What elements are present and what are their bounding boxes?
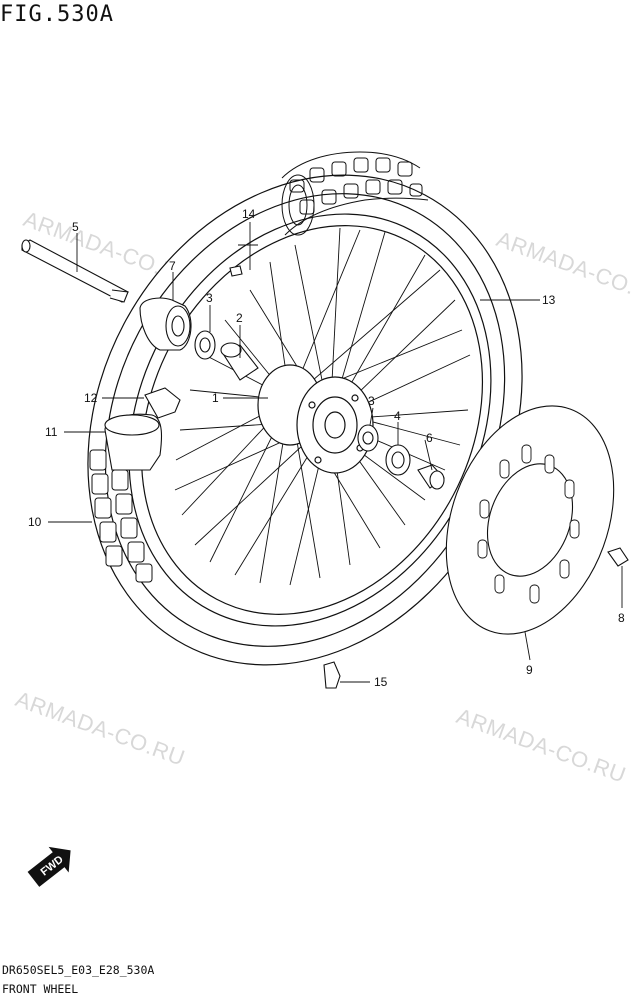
callout-8: 9 <box>526 663 533 677</box>
hub <box>257 364 374 474</box>
forward-arrow-icon: FWD <box>27 846 71 887</box>
callout-15: 15 <box>374 675 388 689</box>
tire-tread-side <box>89 449 153 583</box>
inner-tube <box>104 413 163 471</box>
tread-top <box>281 151 429 236</box>
callout-14: 14 <box>242 207 256 221</box>
disc-bolt <box>607 547 629 567</box>
collar <box>417 464 445 490</box>
callout-13: 13 <box>542 293 556 307</box>
spoke-nipple <box>229 265 243 277</box>
axle <box>21 239 129 303</box>
model-code: DR650SEL5_E03_E28_530A <box>2 963 155 977</box>
callout-3-left: 3 <box>206 291 213 305</box>
callout-11: 11 <box>45 425 58 439</box>
watermark-bottom-left: ARMADA-CO.RU <box>12 686 188 770</box>
callout-5: 5 <box>72 220 79 234</box>
figure-title: FIG.530A <box>0 2 114 27</box>
callout-3-right: 3 <box>368 394 375 408</box>
spacer <box>220 342 259 381</box>
callout-1: 1 <box>212 391 219 405</box>
oil-seal <box>385 444 411 476</box>
watermark-top-right: ARMADA-CO.RU <box>493 226 632 310</box>
speedometer-gearbox <box>139 297 192 351</box>
callout-6: 6 <box>426 431 433 445</box>
bearing-right <box>357 424 379 452</box>
callout-7: 7 <box>169 259 176 273</box>
valve-cap <box>323 661 341 689</box>
callout-10: 10 <box>28 515 42 529</box>
rim-band <box>144 387 181 419</box>
leader-lines <box>48 222 623 683</box>
callout-labels: 5 7 3 2 14 1 3 4 6 13 12 11 10 9 8 15 <box>28 207 625 689</box>
brake-disc <box>445 405 615 635</box>
callout-9: 8 <box>618 611 625 625</box>
callout-4: 4 <box>394 409 401 423</box>
callout-12: 12 <box>84 391 98 405</box>
fwd-marker: FWD <box>27 846 71 887</box>
figure-caption: FRONT WHEEL <box>2 982 79 996</box>
callout-2: 2 <box>236 311 243 325</box>
bearing-left <box>194 330 216 360</box>
watermark-bottom-right: ARMADA-CO.RU <box>453 703 629 787</box>
